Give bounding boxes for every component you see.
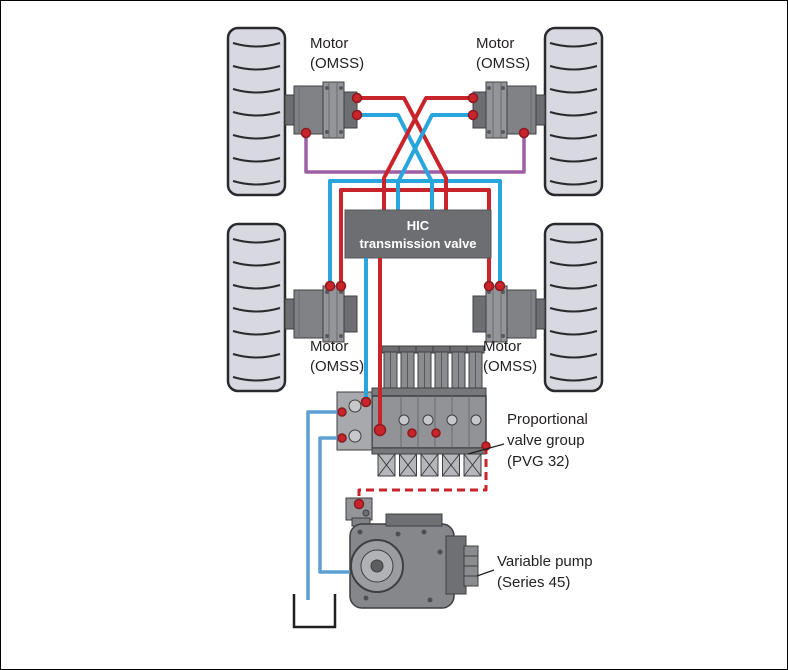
label-motor-top-right-line1: Motor: [476, 35, 514, 52]
wheel-bottom-right: [543, 222, 604, 393]
pump-suction-line-blue: [318, 436, 350, 574]
wheel-bottom-left: [226, 222, 287, 393]
wheel-top-left: [226, 26, 287, 197]
front-right-motor-line-blue: [396, 113, 473, 212]
label-motor-bottom-left-line2: (OMSS): [310, 358, 364, 375]
label-motor-bottom-left-line1: Motor: [310, 338, 348, 355]
front-left-motor-line-red: [357, 96, 448, 212]
wheel-top-right: [543, 26, 604, 197]
pvg-to-tank-line-blue: [306, 410, 342, 600]
rear-motor-line-blue: [328, 179, 502, 286]
port-caps: [300, 92, 530, 510]
pvg-valve-group: [336, 345, 487, 477]
label-motor-top-left-line1: Motor: [310, 35, 348, 52]
label-motor-top-right-line2: (OMSS): [476, 55, 530, 72]
pvg-valve-sections: [381, 345, 485, 397]
labels: Motor (OMSS) Motor (OMSS) Motor (OMSS) M…: [310, 35, 593, 591]
variable-pump: [345, 497, 479, 609]
pump-callout-line: [476, 569, 495, 577]
hydraulic-lines: [304, 96, 526, 286]
label-motor-bottom-right-line1: Motor: [483, 338, 521, 355]
label-pvg-line3: (PVG 32): [507, 453, 570, 470]
front-right-motor-line-red: [382, 96, 473, 212]
label-pvg-line2: valve group: [507, 432, 585, 449]
label-motor-bottom-right-line2: (OMSS): [483, 358, 537, 375]
label-motor-top-left-line2: (OMSS): [310, 55, 364, 72]
tank-symbol: [292, 594, 337, 629]
pvg-callout-line: [467, 443, 505, 455]
hic-transmission-valve: HIC transmission valve: [344, 209, 492, 259]
load-sense-line-dashed-red: [357, 446, 488, 500]
case-drain-line-purple: [304, 133, 526, 174]
label-pump-line1: Variable pump: [497, 553, 593, 570]
hic-valve-label-line1: HIC: [407, 218, 430, 233]
label-pump-line2: (Series 45): [497, 574, 570, 591]
label-pvg-line1: Proportional: [507, 411, 588, 428]
pvg-port-feet: [377, 453, 482, 477]
supply-lines: [306, 258, 488, 600]
hic-valve-label-line2: transmission valve: [359, 236, 476, 251]
